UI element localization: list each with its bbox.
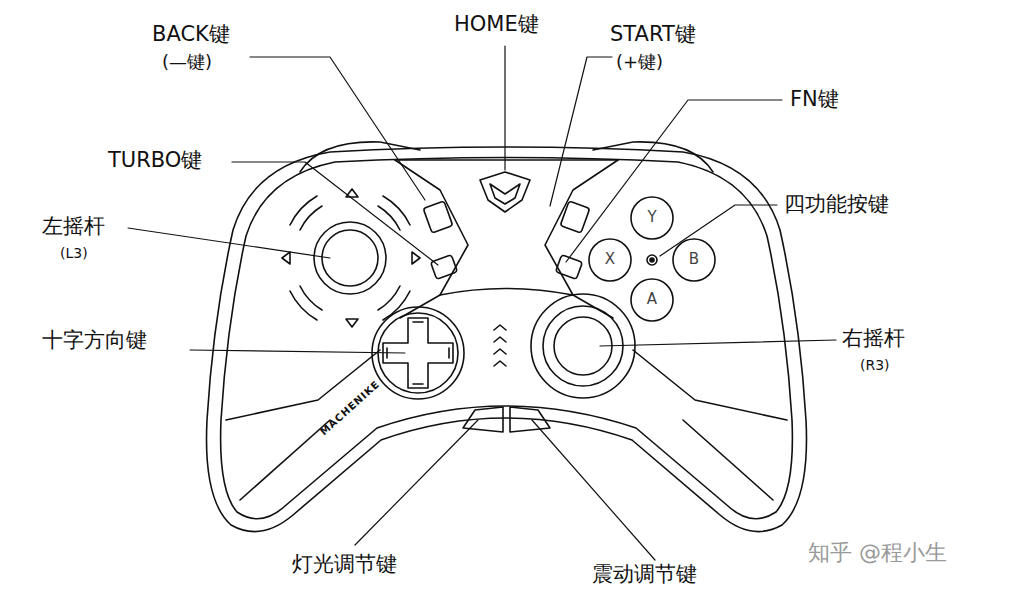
part-name: 十字方向键 xyxy=(40,328,149,352)
part-name: 四功能按键 xyxy=(782,192,891,216)
part-name: 震动调节键 xyxy=(590,562,699,586)
part-name: START键 xyxy=(608,22,698,46)
part-note: (+键) xyxy=(614,52,665,73)
part-name: 右摇杆 xyxy=(840,326,907,350)
part-name: 灯光调节键 xyxy=(290,552,399,576)
button-letter: A xyxy=(647,291,657,308)
part-note: (L3) xyxy=(58,245,90,261)
part-name: HOME键 xyxy=(452,12,541,36)
part-name: BACK键 xyxy=(150,22,232,46)
part-note: (R3) xyxy=(858,357,892,373)
part-note: (—键) xyxy=(160,52,214,73)
part-name: TURBO键 xyxy=(106,148,204,172)
button-letter: X xyxy=(605,251,615,268)
button-letter: B xyxy=(689,251,699,268)
part-name: 左摇杆 xyxy=(40,214,107,238)
watermark: 知乎 @程小生 xyxy=(806,540,949,565)
button-letter: Y xyxy=(647,209,656,226)
part-name: FN键 xyxy=(788,87,841,111)
brand-mark: MACHENIKE xyxy=(318,378,382,437)
